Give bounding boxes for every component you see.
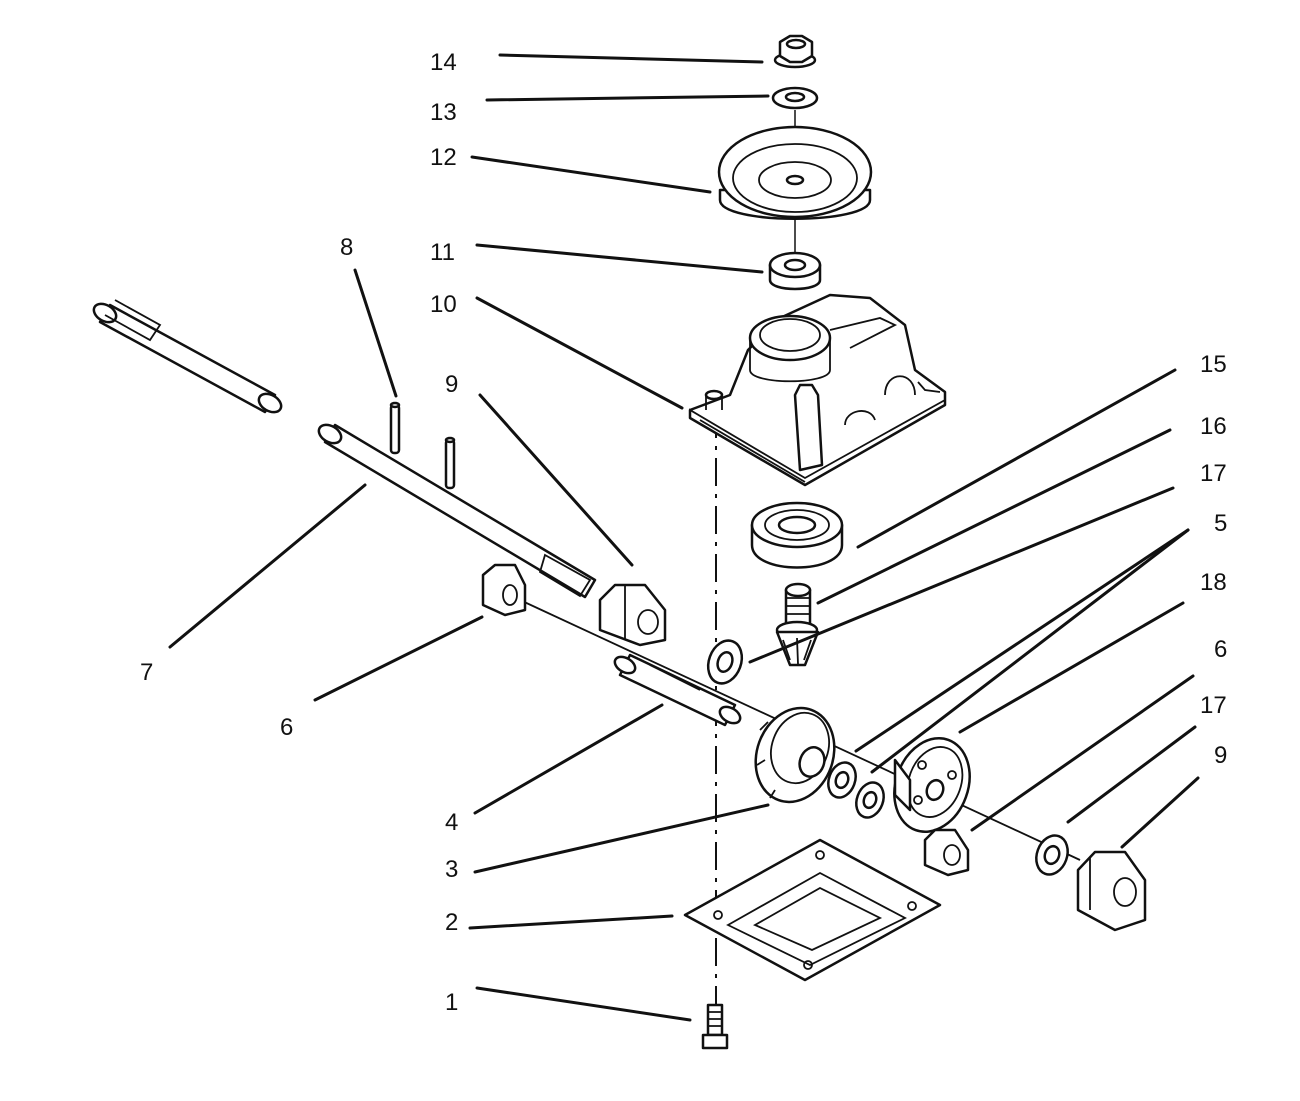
bushing-small-right [923,828,970,877]
callout-12: 12 [430,144,457,171]
axle-shaft-segment [92,299,283,414]
screw [701,1003,729,1050]
thrust-washer-lower [1035,834,1069,876]
callout-3: 3 [445,856,458,883]
input-pinion-shaft [775,582,820,667]
bushing-left [598,583,667,647]
callout-9-right: 9 [1214,742,1227,769]
leader-lines [168,53,1200,1022]
callout-labels: 14 13 12 11 10 8 9 7 6 15 16 17 5 18 6 1… [140,49,1227,1016]
spur-gear [893,736,971,834]
callout-4: 4 [445,809,458,836]
callout-17-lower: 17 [1200,692,1227,719]
callout-9-left: 9 [445,371,458,398]
axle-shaft [317,423,597,599]
callout-17-upper: 17 [1200,460,1227,487]
callout-18: 18 [1200,569,1227,596]
thrust-washer-upper [706,639,744,685]
drive-shaft [613,653,742,727]
callout-7: 7 [140,659,153,686]
gear-case-cover [683,838,942,982]
callout-15: 15 [1200,351,1227,378]
bevel-gear [754,706,836,804]
bushing-right [1076,850,1147,932]
callout-6-right: 6 [1214,636,1227,663]
thrust-washers [827,761,885,819]
callout-8: 8 [340,234,353,261]
callout-5: 5 [1214,510,1227,537]
roll-pins [389,401,456,490]
callout-10: 10 [430,291,457,318]
callout-13: 13 [430,99,457,126]
washer-top [771,86,819,110]
spacer [768,251,822,291]
bushing-small-left [481,563,527,617]
ball-bearing [750,501,844,569]
pulley [717,125,873,220]
callout-14: 14 [430,49,457,76]
callout-6-left: 6 [280,714,293,741]
callout-16: 16 [1200,413,1227,440]
callout-2: 2 [445,909,458,936]
flange-nut [773,34,817,69]
callout-11: 11 [430,239,455,266]
callout-1: 1 [445,989,458,1016]
gear-case-housing [688,293,947,487]
